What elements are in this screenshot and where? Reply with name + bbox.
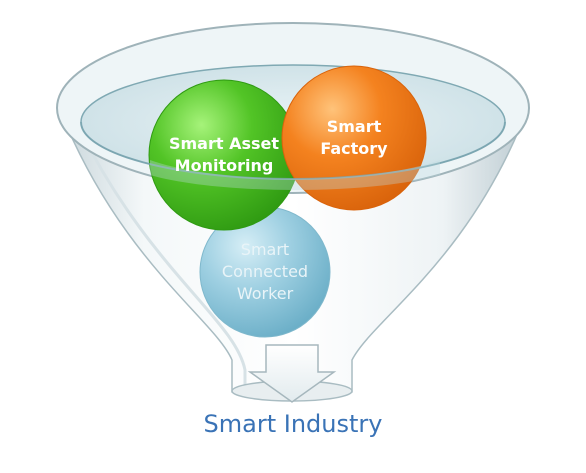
diagram-caption: Smart Industry xyxy=(203,410,383,438)
label-smart-asset-monitoring: Smart Asset Monitoring xyxy=(168,134,280,175)
circle-smart-factory xyxy=(281,65,427,211)
funnel-rim-front-fill xyxy=(150,160,440,190)
label-smart-connected-worker: Smart Connected Worker xyxy=(221,240,309,303)
funnel-rim-front xyxy=(80,121,506,180)
label-smart-factory: Smart Factory xyxy=(320,117,388,158)
down-arrow-icon xyxy=(247,344,337,403)
funnel-inner-edge xyxy=(78,129,247,388)
